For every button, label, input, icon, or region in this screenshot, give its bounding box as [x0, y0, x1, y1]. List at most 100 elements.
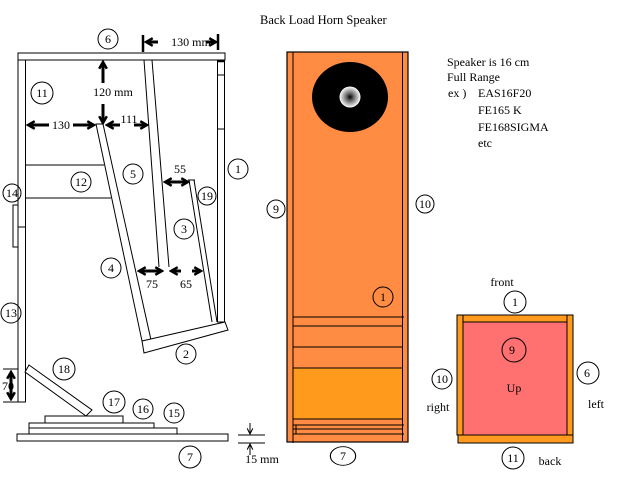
dimension-back-gap-text: 130	[52, 118, 70, 132]
dimension-top-width-text: 130 mm	[171, 35, 211, 49]
part-label-text: 11	[36, 86, 48, 100]
port-block	[12, 204, 19, 248]
dimension-inner-gap: 111	[107, 112, 147, 126]
part-label-inner-panel: 5	[122, 163, 144, 185]
base-layer-17	[44, 415, 124, 424]
dimension-port-height: 70	[2, 368, 18, 403]
part-label-text: 10	[436, 372, 448, 386]
bottom-baffle	[141, 321, 229, 354]
dimension-board-thickness-text: 15 mm	[245, 452, 279, 466]
part-label-top-panel: 6	[97, 28, 119, 50]
top-view-back-board	[457, 434, 574, 444]
speaker-example: FE168SIGMA	[478, 120, 549, 134]
part-label-text: 19	[201, 189, 213, 203]
part-label-text: 18	[58, 362, 70, 376]
part-label-slant-panel: 4	[100, 257, 122, 279]
dimension-inner-gap-text: 111	[120, 112, 137, 126]
part-label-bottom-baffle: 2	[175, 343, 197, 365]
dimension-board-thickness: 15 mm	[238, 423, 279, 466]
base-layer-16	[28, 422, 155, 429]
part-label-top-board: 9	[501, 337, 527, 363]
part-label-text: 7	[340, 449, 346, 463]
dimension-channel-top-text: 55	[174, 162, 186, 176]
part-label-lower-back: 13	[0, 302, 22, 324]
part-label-text: 5	[130, 167, 136, 181]
dimension-channel-bottom-left-text: 75	[146, 277, 158, 291]
diagram-title: Back Load Horn Speaker	[260, 13, 388, 27]
top-panel	[17, 52, 226, 61]
part-label-front-base: 7	[329, 446, 357, 466]
part-label-base-layer-17: 17	[102, 390, 126, 414]
dimension-top-gap: 120 mm	[93, 62, 133, 123]
dimension-back-gap: 130	[28, 118, 94, 132]
part-label-text: 6	[105, 32, 111, 46]
speaker-note-ex-label: ex )	[448, 86, 466, 100]
part-label-front-left-side: 9	[266, 199, 286, 219]
front-view-lower-section	[292, 367, 403, 420]
part-label-text: 9	[273, 202, 279, 216]
speaker-example: etc	[478, 136, 492, 150]
part-label-base-layer-16: 16	[132, 398, 154, 420]
part-label-text: 1	[380, 290, 386, 304]
speaker-note-size: Speaker is 16 cm	[447, 55, 530, 69]
dimension-channel-bottom-right-text: 65	[180, 277, 192, 291]
part-label-text: 9	[509, 343, 515, 357]
part-label-text: 7	[187, 450, 193, 464]
part-label-text: 15	[168, 406, 180, 420]
part-label-channel: 3	[173, 218, 195, 240]
front-panel	[217, 59, 225, 323]
inner-panel	[143, 59, 170, 268]
front-view-board-lines	[293, 316, 404, 435]
slant-panel	[95, 123, 152, 342]
top-view-left-label: left	[588, 397, 605, 411]
back-panel	[17, 59, 26, 403]
dimension-channel-top: 55	[165, 162, 188, 182]
part-label-shelf: 12	[70, 171, 92, 193]
dimension-port-height-text: 70	[2, 379, 14, 393]
part-label-deflector: 18	[52, 357, 76, 381]
speaker-dust-cap-icon	[339, 86, 361, 108]
top-view-front-label: front	[490, 275, 514, 289]
top-view: front Up right left back 1 9 10 6 11	[427, 275, 605, 470]
part-label-text: 11	[507, 451, 519, 465]
part-label-back-panel: 11	[30, 81, 54, 105]
side-section: 130 mm 120 mm 130 111 55 75	[0, 28, 279, 469]
part-label-text: 4	[108, 261, 114, 275]
dimension-channel-bottom-right: 65	[171, 271, 201, 291]
part-label-short-panel: 19	[197, 186, 217, 206]
part-label-text: 10	[419, 197, 431, 211]
dimension-top-width: 130 mm	[141, 34, 220, 52]
speaker-example: EAS16F20	[478, 86, 531, 100]
top-view-up-label: Up	[507, 381, 522, 395]
base-board	[16, 433, 229, 442]
top-view-front-board	[462, 314, 568, 323]
part-label-text: 6	[584, 366, 590, 380]
part-label-text: 17	[108, 395, 120, 409]
speaker-example: FE165 K	[478, 103, 522, 117]
part-label-top-right-side: 10	[431, 368, 453, 390]
dimension-top-gap-text: 120 mm	[93, 85, 133, 99]
base-layer-15	[28, 427, 178, 435]
part-label-top-left-side: 6	[576, 361, 600, 385]
part-label-port: 14	[2, 183, 22, 203]
front-view: 9 10 1 7	[266, 51, 435, 466]
top-view-top-board	[462, 321, 568, 436]
speaker-note: Speaker is 16 cm Full Range ex ) EAS16F2…	[447, 55, 549, 150]
part-label-front-panel: 1	[227, 158, 249, 180]
speaker-note-type: Full Range	[447, 70, 500, 84]
dimension-channel-bottom-left: 75	[139, 271, 162, 291]
part-label-top-front: 1	[503, 290, 527, 314]
part-label-front-panel-view: 1	[372, 286, 394, 308]
part-label-base-layer-15: 15	[163, 402, 185, 424]
top-view-right-side-board	[456, 314, 464, 436]
part-label-text: 14	[6, 186, 18, 200]
part-label-text: 16	[137, 402, 149, 416]
part-label-text: 3	[181, 222, 187, 236]
top-view-right-label: right	[427, 400, 450, 414]
part-label-text: 1	[512, 295, 518, 309]
deflector-board	[24, 364, 93, 417]
part-label-text: 13	[5, 306, 17, 320]
part-label-top-back: 11	[501, 446, 525, 470]
